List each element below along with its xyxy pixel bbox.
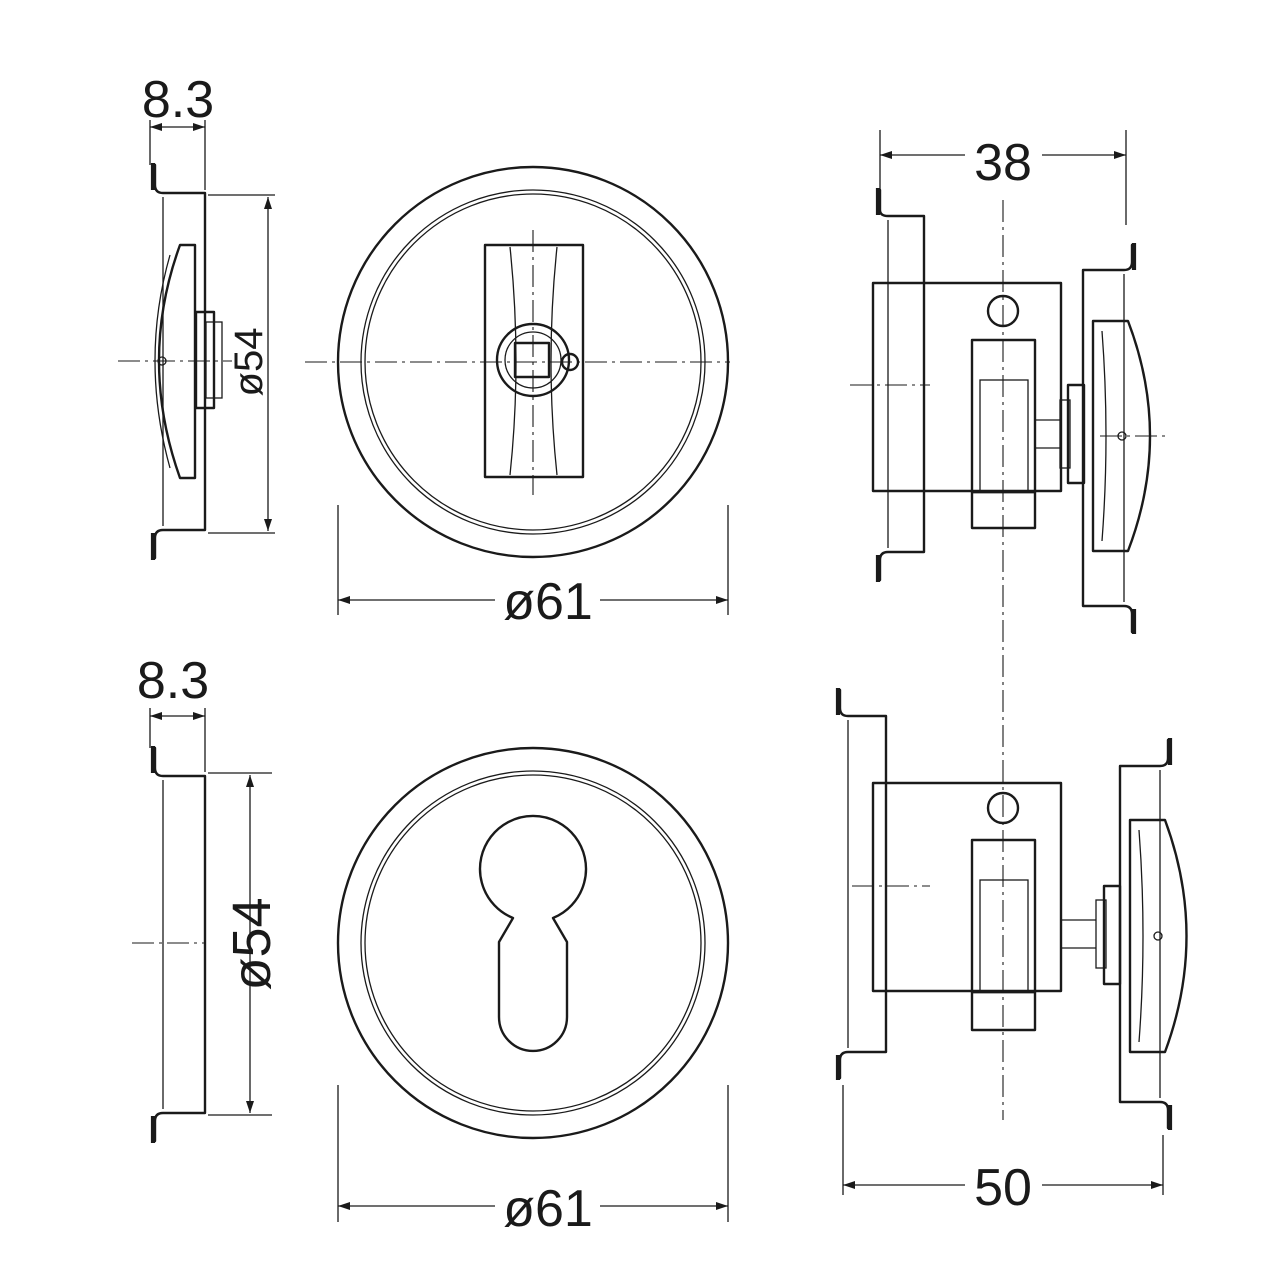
- top-side-view: [118, 163, 232, 560]
- top-side-diameter-label: ø54: [227, 328, 271, 397]
- top-front-diameter-label: ø61: [503, 573, 593, 631]
- top-side-depth-dimension: 8.3: [142, 71, 214, 190]
- bottom-front-view: [336, 746, 730, 1140]
- top-section-width-label: 38: [974, 134, 1032, 192]
- bottom-side-diameter-dimension: ø54: [208, 772, 282, 1116]
- top-front-view: [305, 165, 730, 559]
- bottom-side-diameter-label: ø54: [222, 897, 282, 990]
- top-side-depth-label: 8.3: [142, 71, 214, 129]
- keyhole-icon: [478, 814, 588, 1053]
- bottom-side-depth-label: 8.3: [137, 652, 209, 710]
- bottom-section-width-dimension: 50: [842, 1085, 1164, 1217]
- top-section-width-dimension: 38: [879, 130, 1127, 225]
- top-side-diameter-dimension: ø54: [208, 194, 275, 534]
- bottom-side-depth-dimension: 8.3: [137, 652, 209, 772]
- bottom-front-diameter-label: ø61: [503, 1180, 593, 1238]
- bottom-section-view: [835, 688, 1188, 1130]
- top-section-view: [850, 188, 1165, 634]
- top-front-diameter-dimension: ø61: [337, 505, 729, 631]
- bottom-section-width-label: 50: [974, 1159, 1032, 1217]
- bottom-front-diameter-dimension: ø61: [337, 1085, 729, 1238]
- bottom-side-view: [132, 746, 207, 1143]
